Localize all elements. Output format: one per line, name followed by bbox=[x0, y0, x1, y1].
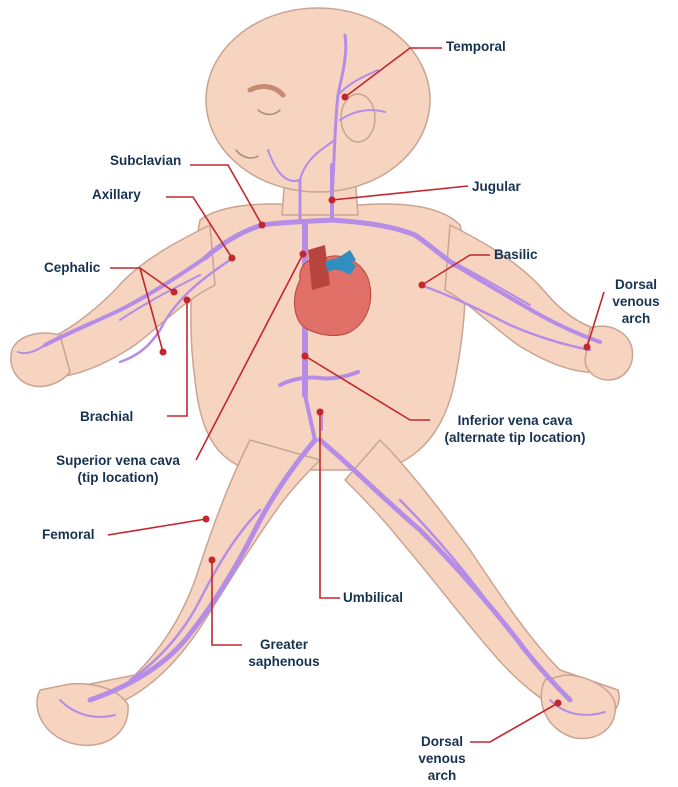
label-superior-vena-cava: Superior vena cava (tip location) bbox=[40, 452, 196, 486]
label-subclavian: Subclavian bbox=[110, 152, 181, 169]
label-cephalic: Cephalic bbox=[44, 259, 100, 276]
label-dorsal-venous-arch-foot: Dorsal venous arch bbox=[412, 733, 472, 784]
label-inferior-vena-cava: Inferior vena cava (alternate tip locati… bbox=[432, 412, 598, 446]
label-jugular: Jugular bbox=[472, 178, 521, 195]
label-temporal: Temporal bbox=[446, 38, 506, 55]
label-axillary: Axillary bbox=[92, 186, 141, 203]
label-femoral: Femoral bbox=[42, 526, 95, 543]
label-dorsal-venous-arch-hand: Dorsal venous arch bbox=[606, 276, 666, 327]
label-umbilical: Umbilical bbox=[343, 589, 403, 606]
label-greater-saphenous: Greater saphenous bbox=[244, 636, 324, 670]
label-basilic: Basilic bbox=[494, 246, 538, 263]
label-brachial: Brachial bbox=[80, 408, 133, 425]
